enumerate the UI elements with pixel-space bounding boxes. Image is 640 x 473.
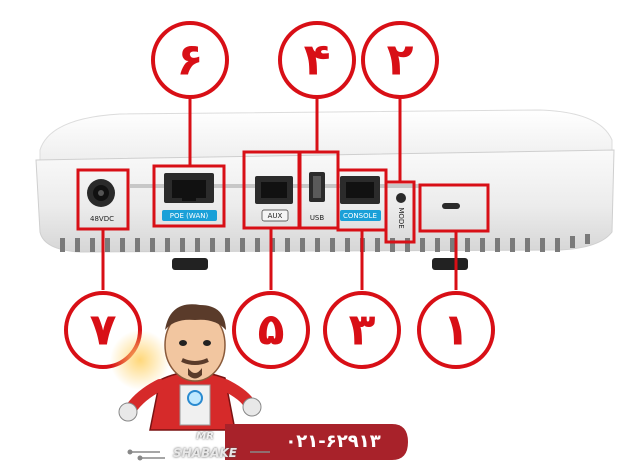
phone-badge	[127, 424, 408, 461]
brand-prefix: MR	[196, 431, 214, 442]
aux-port-label: AUX	[268, 212, 283, 220]
callout-6-number: ۶	[177, 35, 204, 86]
router-front-panel	[35, 149, 615, 253]
callout-4-number: ۴	[304, 35, 331, 86]
callout-3: ۳	[323, 291, 401, 369]
poe-port-label: POE (WAN)	[170, 212, 209, 220]
aux-port: AUX	[255, 176, 293, 222]
right-foot	[432, 258, 468, 270]
status-led	[442, 203, 460, 209]
mascot-character	[110, 304, 262, 431]
router-top-shell	[39, 109, 613, 166]
console-port: CONSOLE	[340, 176, 381, 221]
left-foot	[172, 258, 208, 270]
poe-wan-port: POE (WAN)	[162, 173, 217, 221]
callout-7-number: ۷	[90, 305, 117, 356]
callout-leaders	[101, 96, 458, 290]
callout-4: ۴	[278, 21, 356, 99]
phone-badge-shape	[225, 424, 408, 460]
console-port-label: CONSOLE	[343, 212, 377, 220]
usb-port-label: USB	[310, 214, 325, 222]
brand-circuit-lines	[130, 451, 270, 459]
dc-port-label: 48VDC	[90, 215, 114, 223]
callout-3-number: ۳	[349, 305, 376, 356]
callout-1-number: ۱	[443, 305, 470, 356]
usb-port: USB	[309, 172, 325, 222]
mascot-arc-reactor	[187, 390, 203, 406]
callout-2-number: ۲	[387, 35, 414, 86]
dc-power-port: 48VDC	[87, 179, 115, 223]
phone-number: ۰۲۱-۶۲۹۱۳	[285, 431, 381, 452]
callout-5: ۵	[232, 291, 310, 369]
callout-box-1	[418, 183, 490, 233]
callout-6: ۶	[151, 21, 229, 99]
callout-1: ۱	[417, 291, 495, 369]
callout-5-number: ۵	[258, 305, 285, 356]
mode-button: MODE	[396, 193, 406, 229]
mode-button-label: MODE	[397, 207, 405, 228]
mascot-glow	[110, 330, 170, 390]
callout-circles: ۷ ۶ ۵ ۴ ۳ ۲ ۱	[64, 21, 495, 369]
callout-2: ۲	[361, 21, 439, 99]
brand-name: SHABAKE	[173, 446, 237, 460]
